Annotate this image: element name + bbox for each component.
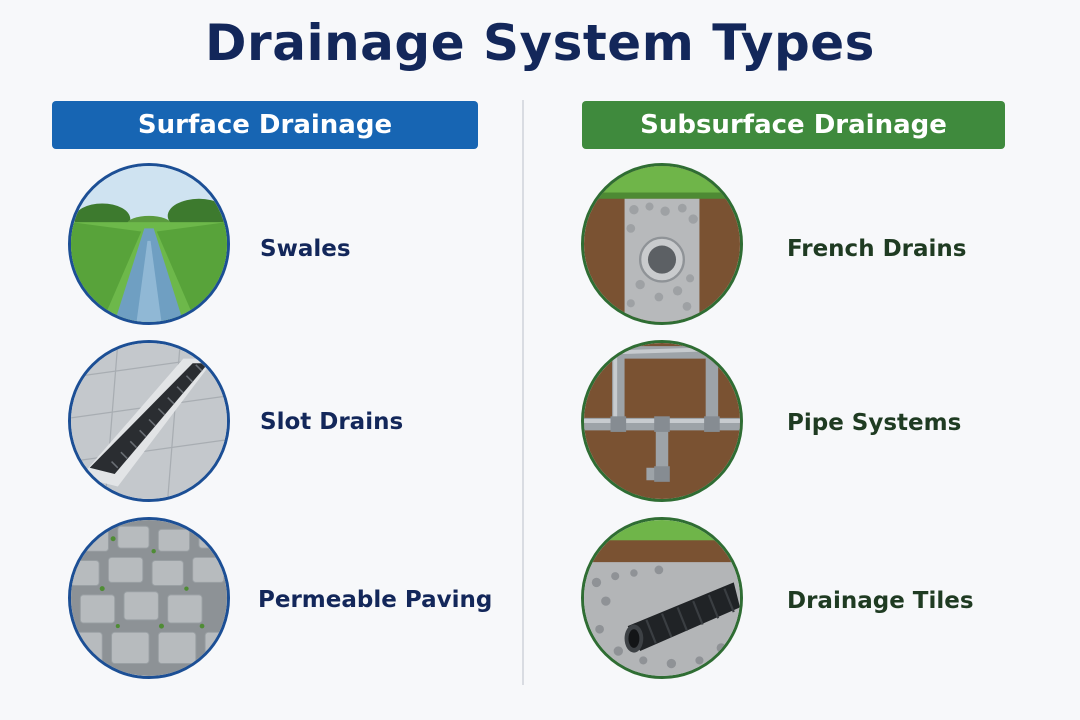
pipe-systems-label: Pipe Systems [787,410,962,436]
permeable-paving-icon [68,517,230,679]
column-divider [522,100,524,685]
french-drains-label: French Drains [787,236,967,262]
page-title: Drainage System Types [205,14,875,72]
pipe-system-icon [581,340,743,502]
swale-icon [68,163,230,325]
slot-drain-icon [68,340,230,502]
drainage-tiles-label: Drainage Tiles [787,588,974,614]
permeable-paving-label: Permeable Paving [258,587,493,613]
french-drain-icon [581,163,743,325]
surface-drainage-header: Surface Drainage [52,101,478,149]
slot-drains-label: Slot Drains [260,409,404,435]
swales-label: Swales [260,236,351,262]
drainage-tile-icon [581,517,743,679]
subsurface-drainage-header: Subsurface Drainage [582,101,1005,149]
